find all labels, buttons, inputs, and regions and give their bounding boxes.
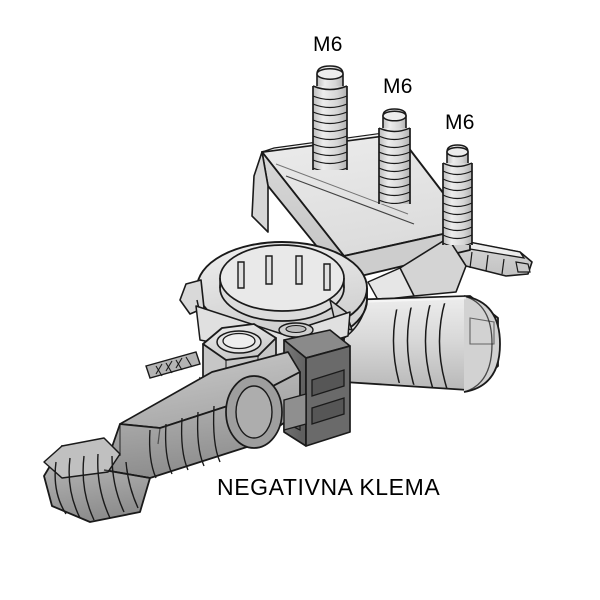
lever-linkage: [283, 393, 307, 431]
figure-caption: NEGATIVNA KLEMA: [217, 474, 441, 500]
ring-collar: [179, 241, 368, 357]
m6-label-right: M6: [445, 111, 475, 134]
m6-label-left: M6: [313, 33, 343, 56]
m6-stud-right: [442, 144, 473, 245]
terminal-post: [343, 295, 501, 393]
m6-stud-center: [378, 108, 411, 204]
release-lever: [43, 351, 301, 523]
m6-stud-left: [312, 65, 348, 170]
m6-label-center: M6: [383, 75, 413, 98]
